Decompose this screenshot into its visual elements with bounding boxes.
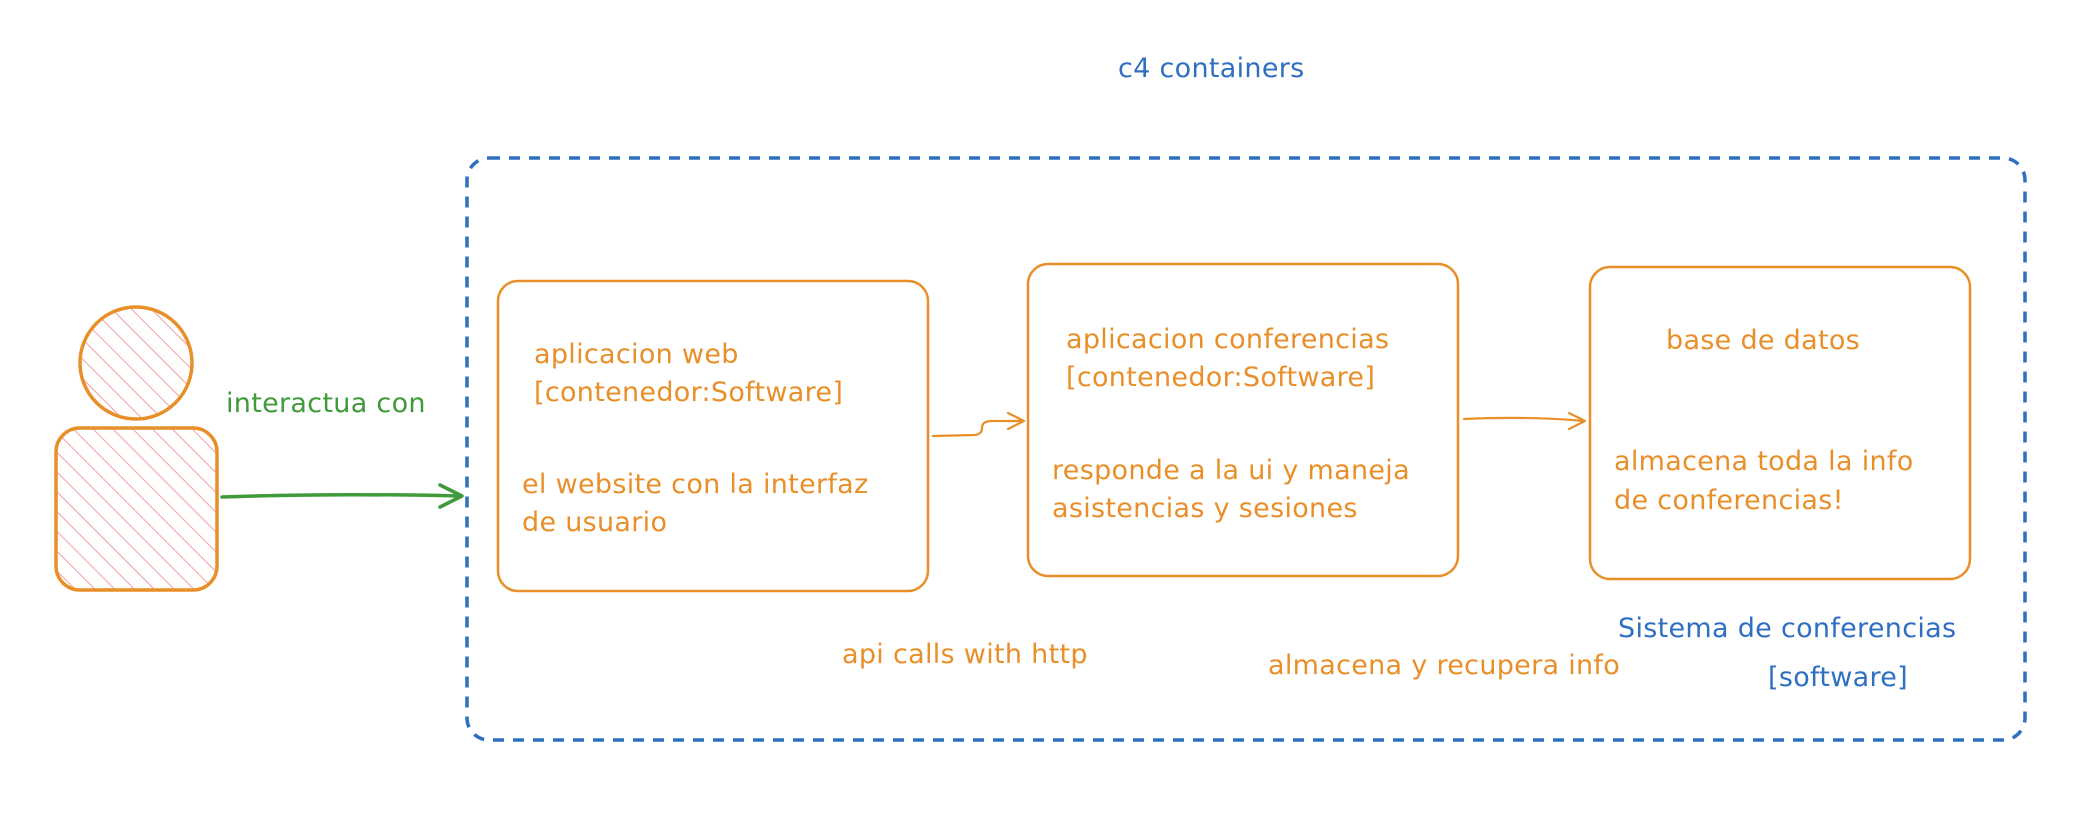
system-name: Sistema de conferencias: [1618, 613, 1957, 644]
person-icon: [54, 305, 219, 592]
arrow-conferencias-to-database: [1462, 411, 1587, 431]
container-conferencias-name: aplicacion conferencias: [1066, 324, 1390, 355]
container-conferencias-type: [contenedor:Software]: [1066, 362, 1376, 393]
container-web-type: [contenedor:Software]: [534, 377, 844, 408]
container-box-web: [496, 279, 930, 593]
container-web-description-line2: de usuario: [522, 507, 668, 538]
container-box-conferencias: [1026, 262, 1460, 578]
actor-edge-label: interactua con: [226, 388, 426, 419]
relation-label-almacena: almacena y recupera info: [1268, 650, 1621, 681]
diagram-title: c4 containers: [1118, 53, 1305, 84]
container-box-database: [1588, 265, 1972, 581]
system-type: [software]: [1768, 662, 1909, 693]
arrow-web-to-conferencias: [931, 411, 1026, 438]
container-web-name: aplicacion web: [534, 339, 739, 370]
container-web-description-line1: el website con la interfaz: [522, 469, 869, 500]
container-database-description-line2: de conferencias!: [1614, 485, 1844, 516]
arrow-actor-to-system: [220, 483, 464, 509]
container-conferencias-description-line2: asistencias y sesiones: [1052, 493, 1358, 524]
container-database-name: base de datos: [1666, 325, 1861, 356]
container-conferencias-description-line1: responde a la ui y maneja: [1052, 455, 1410, 486]
container-database-description-line1: almacena toda la info: [1614, 446, 1914, 477]
relation-label-api-calls: api calls with http: [842, 639, 1088, 670]
